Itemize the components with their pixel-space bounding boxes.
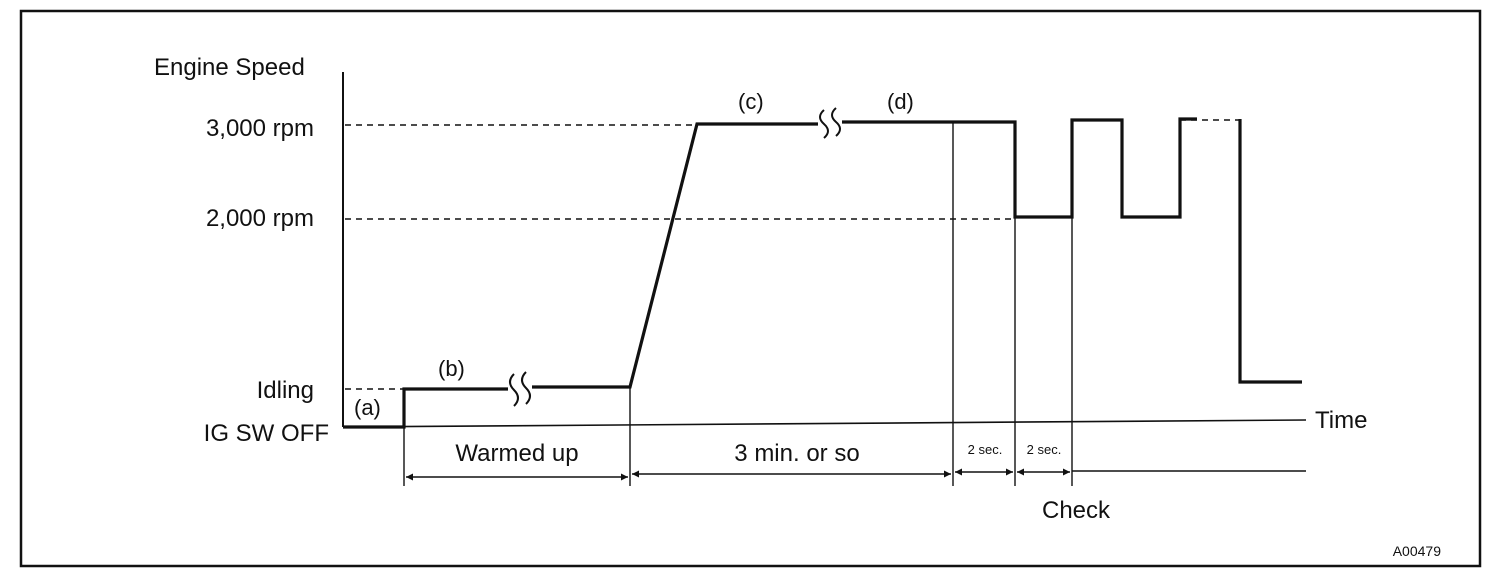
stage-label-a: (a) [354,395,381,420]
check-label: Check [1042,497,1111,524]
level-label-3000: 3,000 rpm [206,115,314,142]
duration-two-sec-1: 2 sec. [968,442,1003,457]
x-axis-line [342,419,1307,428]
break-mark-cd [831,107,841,137]
profile-start-idle [343,387,508,429]
duration-warmed-up: Warmed up [455,440,578,467]
stage-label-c: (c) [738,89,764,114]
y-axis-title: Engine Speed [154,54,305,81]
duration-three-min: 3 min. or so [734,440,859,467]
profile-high-check [842,117,1197,219]
stage-label-d: (d) [887,89,914,114]
figure-code: A00479 [1393,543,1441,559]
profile-return-idle [1238,119,1302,384]
stage-label-b: (b) [438,356,465,381]
level-label-ig-sw-off: IG SW OFF [204,420,329,447]
break-mark-b [509,373,519,407]
figure-frame [19,9,1482,568]
level-label-idling: Idling [257,377,314,404]
duration-two-sec-2: 2 sec. [1027,442,1062,457]
x-axis-title: Time [1315,407,1367,434]
break-mark-cd [819,109,829,139]
break-mark-b [521,371,531,405]
profile-warmup-ramp [532,122,818,389]
level-label-2000: 2,000 rpm [206,205,314,232]
